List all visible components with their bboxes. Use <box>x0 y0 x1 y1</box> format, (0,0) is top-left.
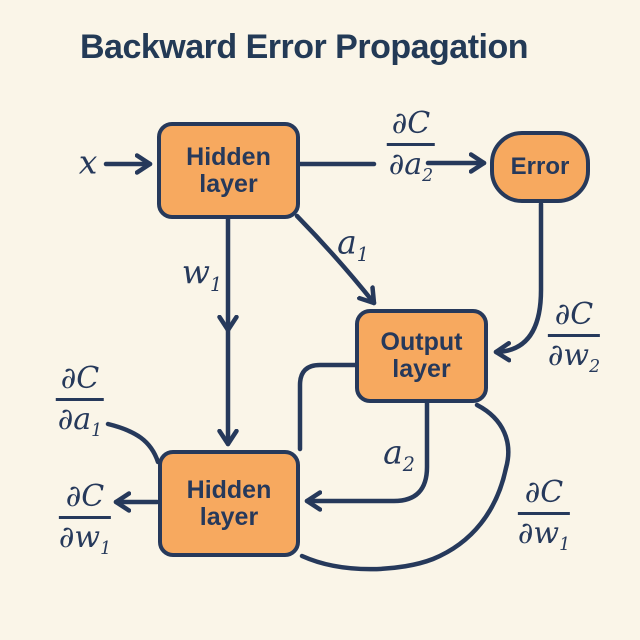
fraction-dc-dw2-denominator: ∂w2 <box>547 337 601 377</box>
fraction-dc-da2: ∂C ∂a2 <box>386 107 436 186</box>
fraction-dc-dw1-left-numerator: ∂C <box>58 480 112 519</box>
fraction-dc-dw2-numerator: ∂C <box>547 298 601 337</box>
fraction-dc-dw1-left: ∂C ∂w1 <box>58 480 112 559</box>
fraction-dc-dw1-right-denominator: ∂w1 <box>517 515 571 555</box>
node-hidden-layer-bottom: Hidden layer <box>158 450 300 557</box>
edge-label-x: x <box>78 142 98 182</box>
node-output-layer-label-line2: layer <box>392 355 451 383</box>
node-hidden-layer-top: Hidden layer <box>157 122 300 219</box>
node-output-layer-label-line1: Output <box>380 328 463 356</box>
edge-dc-dw1-loop <box>299 402 511 572</box>
fraction-dc-da1-denominator: ∂a1 <box>57 401 103 441</box>
edge-dc-da1-connector <box>105 421 161 465</box>
node-error-label: Error <box>510 153 570 181</box>
edge-a1-arrow <box>294 213 377 306</box>
node-output-layer: Output layer <box>355 309 488 403</box>
edge-output-left-connector <box>297 362 358 452</box>
fraction-dc-dw2: ∂C ∂w2 <box>547 298 601 377</box>
fraction-dc-da2-numerator: ∂C <box>386 107 436 146</box>
node-error: Error <box>490 131 590 203</box>
edge-label-a1: a1 <box>337 222 369 267</box>
edge-label-a2: a2 <box>383 432 415 477</box>
node-hidden-layer-top-label-line2: layer <box>199 169 258 198</box>
fraction-dc-da1-numerator: ∂C <box>55 362 105 401</box>
node-hidden-layer-top-label-line1: Hidden <box>186 142 271 171</box>
edge-label-w1: w1 <box>181 252 223 297</box>
fraction-dc-da2-denominator: ∂a2 <box>388 146 434 186</box>
fraction-dc-dw1-right: ∂C ∂w1 <box>517 476 571 555</box>
fraction-dc-da1: ∂C ∂a1 <box>55 362 105 441</box>
edge-a2-arrow <box>304 400 430 501</box>
node-hidden-layer-bottom-label-line1: Hidden <box>186 475 272 504</box>
edge-error-to-output-arrow <box>493 201 544 352</box>
fraction-dc-dw1-right-numerator: ∂C <box>517 476 571 515</box>
node-hidden-layer-bottom-label-line2: layer <box>199 502 259 531</box>
fraction-dc-dw1-left-denominator: ∂w1 <box>58 519 112 559</box>
diagram-title: Backward Error Propagation <box>79 28 529 66</box>
